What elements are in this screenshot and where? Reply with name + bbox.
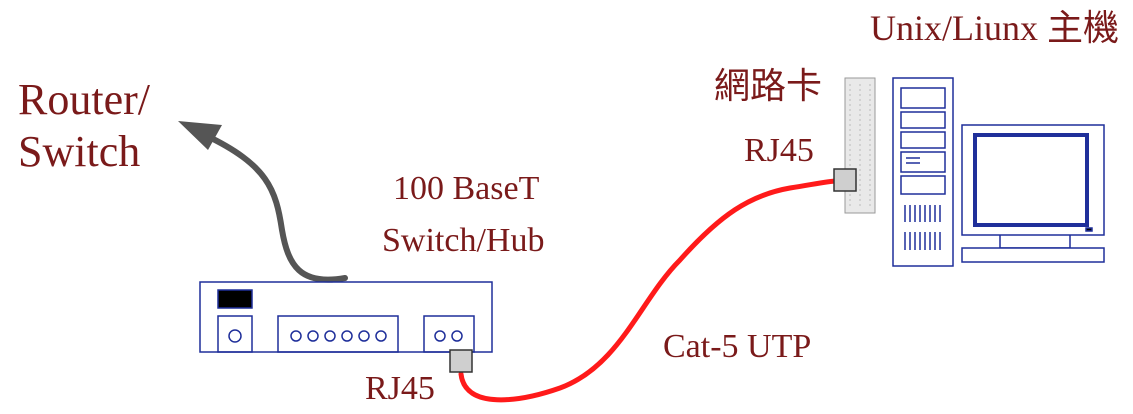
rj45-hub-label: RJ45 (365, 370, 435, 407)
router-label-line2: Switch (18, 127, 141, 176)
host-title: Unix/Liunx 主機 (870, 8, 1119, 48)
nic-label: 網路卡 (714, 66, 823, 106)
rj45-host-label: RJ45 (744, 132, 814, 169)
network-card-icon (844, 77, 876, 214)
cat5-cable (458, 178, 839, 403)
uplink-arrow-icon (178, 121, 348, 283)
desktop-computer-icon (892, 77, 1105, 267)
cable-label: Cat-5 UTP (663, 328, 812, 365)
network-switch-icon (199, 281, 493, 353)
router-label-line1: Router/ (18, 75, 150, 124)
hub-label-line1: 100 BaseT (393, 170, 540, 207)
hub-label-line2: Switch/Hub (382, 222, 545, 259)
rj45-plug-icon (833, 168, 857, 192)
rj45-plug-icon (449, 349, 473, 373)
